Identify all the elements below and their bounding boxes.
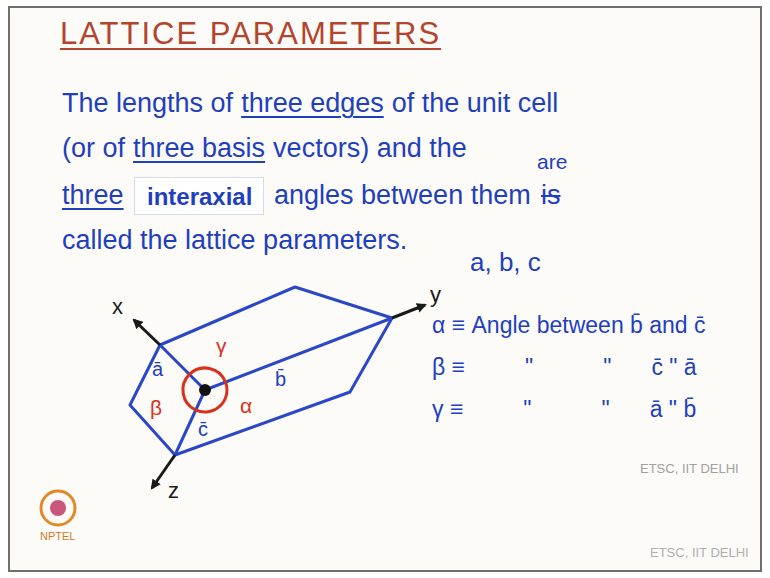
origin-dot	[199, 384, 211, 396]
angle-definition: c̄ " ā	[651, 354, 696, 380]
angle-definition: α ≡ Angle between b̄ and c̄	[432, 312, 706, 338]
vector-label: b̄	[275, 368, 286, 391]
beta-arc	[183, 374, 195, 409]
axis-label: x	[112, 294, 123, 319]
highlight-word: interaxial	[147, 183, 251, 211]
body-text: three basis	[133, 133, 265, 164]
ditto-mark: "	[601, 396, 609, 422]
slide-title: LATTICE PARAMETERS	[60, 16, 441, 52]
nptel-logo	[41, 491, 75, 525]
body-text: The lengths of	[62, 88, 233, 119]
y-axis-arrow	[392, 305, 425, 318]
axis-label: z	[168, 478, 179, 503]
struck-word: is	[541, 180, 561, 211]
logo-text: NPTEL	[40, 530, 75, 543]
ditto-mark: "	[603, 354, 611, 380]
body-text: three edges	[241, 88, 384, 119]
parameter-list: a, b, c	[470, 248, 541, 278]
ditto-mark: "	[525, 354, 533, 380]
nptel-logo-core	[50, 500, 66, 516]
watermark: ETSC, IIT DELHI	[650, 546, 749, 561]
angle-label: β	[150, 396, 162, 420]
correction-word: are	[537, 150, 567, 174]
angle-label: γ	[216, 334, 227, 358]
cell-outline	[130, 287, 392, 455]
angle-definition: γ ≡	[432, 396, 463, 422]
ditto-mark: "	[523, 396, 531, 422]
vector-label: ā	[152, 358, 163, 381]
angle-definition: ā " b̄	[650, 396, 697, 422]
highlight-box: interaxial	[134, 177, 264, 215]
watermark: ETSC, IIT DELHI	[640, 462, 739, 477]
body-text: vectors) and the	[273, 133, 467, 164]
vector-b	[205, 318, 392, 390]
angle-label: α	[240, 394, 252, 418]
body-text: called the lattice parameters.	[62, 225, 407, 256]
axis-label: y	[430, 282, 441, 307]
vector-label: c̄	[198, 418, 208, 441]
angle-definition: β ≡	[432, 354, 465, 380]
body-text: of the unit cell	[392, 88, 559, 119]
alpha-arc	[195, 382, 227, 412]
body-text: (or of	[62, 133, 125, 164]
x-axis-arrow	[134, 320, 160, 345]
body-text: three	[62, 180, 124, 211]
body-text: angles between them	[274, 180, 531, 211]
gamma-arc	[189, 368, 225, 382]
